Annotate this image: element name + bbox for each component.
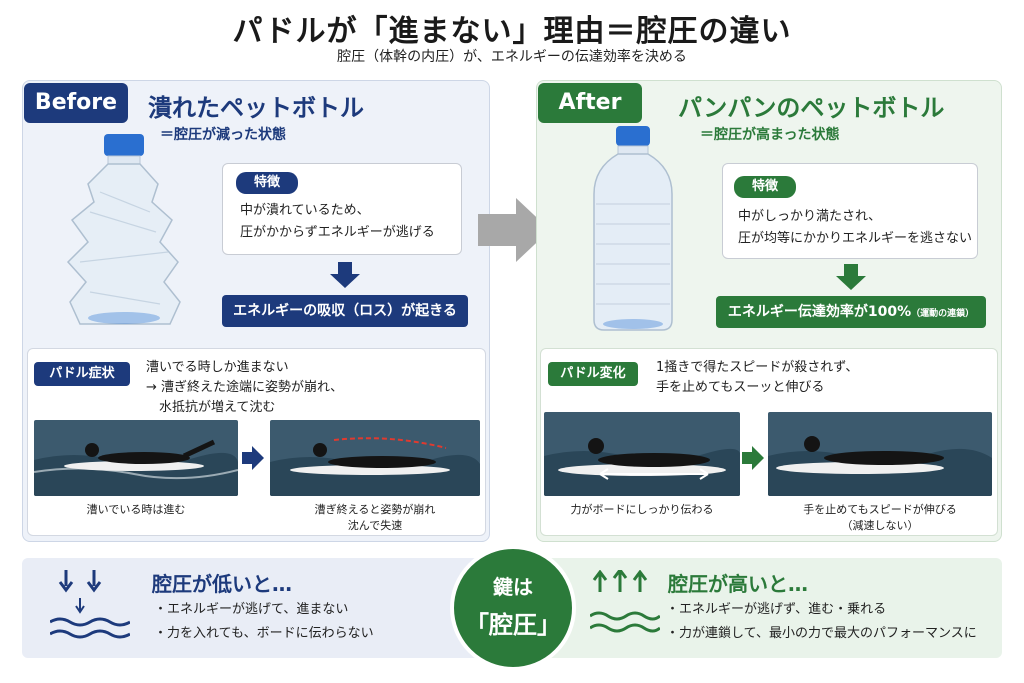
symptom-line: → 漕ぎ終えた途端に姿勢が崩れ、 <box>146 380 344 395</box>
right-arrow-icon <box>242 446 264 470</box>
symptom-line: 漕いでる時しか進まない <box>146 360 289 375</box>
list-item: ・エネルギーが逃げて、進まない <box>154 602 349 617</box>
surfer-power-photo <box>544 412 740 496</box>
before-caption-1: 漕いでいる時は進む <box>86 503 186 516</box>
before-caption-2: 漕ぎ終えると姿勢が崩れ 沈んで失速 <box>270 502 480 534</box>
down-arrow-icon <box>330 262 360 288</box>
full-bottle-icon <box>593 126 673 331</box>
high-pressure-list: ・エネルギーが逃げず、進む・乗れる ・力が連鎖して、最小の力で最大のパフォーマン… <box>666 598 977 646</box>
before-feature-label: 特徴 <box>236 172 298 194</box>
after-change-tag: パドル変化 <box>548 362 638 386</box>
right-arrow-icon <box>742 446 764 470</box>
after-caption-1: 力がボードにしっかり伝わる <box>570 503 714 516</box>
right-arrow-icon <box>478 198 550 262</box>
surfer-paddling-photo <box>34 420 238 496</box>
before-headline: 潰れたペットボトル <box>148 94 364 122</box>
after-result-note: （運動の連鎖） <box>911 309 975 319</box>
caption-line: 沈んで失速 <box>347 519 403 532</box>
after-badge: After <box>538 83 642 123</box>
change-line: 手を止めてもスーッと伸びる <box>656 380 825 395</box>
list-item: ・力を入れても、ボードに伝わらない <box>154 626 374 641</box>
surfer-sinking-photo <box>270 420 480 496</box>
down-arrow-icon <box>836 264 866 290</box>
high-pressure-heading: 腔圧が高いと… <box>668 572 808 596</box>
low-pressure-heading: 腔圧が低いと… <box>152 572 292 596</box>
after-change-text: 1掻きで得たスピードが殺されず、 手を止めてもスーッと伸びる <box>656 358 858 398</box>
low-pressure-panel <box>22 558 502 658</box>
change-line: 1掻きで得たスピードが殺されず、 <box>656 360 859 375</box>
key-badge: 鍵は 「腔圧」 <box>450 545 576 671</box>
key-line-1: 鍵は <box>493 575 533 599</box>
after-subline: ＝腔圧が高まった状態 <box>700 127 840 143</box>
after-feature-line: 中がしっかり満たされ、 <box>738 209 882 224</box>
after-result: エネルギー伝達効率が100%（運動の連鎖） <box>716 296 986 328</box>
after-feature-text: 中がしっかり満たされ、 圧が均等にかかりエネルギーを逃さない <box>738 206 972 250</box>
low-pressure-list: ・エネルギーが逃げて、進まない ・力を入れても、ボードに伝わらない <box>154 598 374 646</box>
before-subline: ＝腔圧が減った状態 <box>160 127 286 143</box>
before-badge: Before <box>24 83 128 123</box>
after-feature-line: 圧が均等にかかりエネルギーを逃さない <box>738 231 973 246</box>
before-symptom-tag: パドル症状 <box>34 362 130 386</box>
before-result: エネルギーの吸収（ロス）が起きる <box>222 295 468 327</box>
caption-line: 漕ぎ終えると姿勢が崩れ <box>314 503 436 516</box>
surfer-glide-photo <box>768 412 992 496</box>
caption-line: 手を止めてもスピードが伸びる <box>803 503 957 516</box>
page-title: パドルが「進まない」理由＝腔圧の違い <box>232 14 792 49</box>
after-feature-label: 特徴 <box>734 176 796 198</box>
before-feature-text: 中が潰れているため、 圧がかからずエネルギーが逃げる <box>240 200 435 244</box>
before-feature-line: 圧がかからずエネルギーが逃げる <box>240 225 435 240</box>
high-pressure-icon <box>590 570 660 633</box>
after-result-main: エネルギー伝達効率が100% <box>727 304 912 320</box>
before-symptom-text: 漕いでる時しか進まない → 漕ぎ終えた途端に姿勢が崩れ、 水抵抗が増えて沈む <box>146 358 343 418</box>
after-caption-2: 手を止めてもスピードが伸びる （減速しない） <box>768 502 992 534</box>
caption-line: （減速しない） <box>841 519 919 532</box>
crushed-bottle-icon <box>66 134 181 325</box>
after-headline: パンパンのペットボトル <box>678 94 945 122</box>
page-subtitle: 腔圧（体幹の内圧）が、エネルギーの伝達効率を決める <box>337 49 687 65</box>
low-pressure-icon <box>50 570 130 639</box>
symptom-line: 水抵抗が増えて沈む <box>146 400 276 415</box>
key-line-2: 「腔圧」 <box>465 611 561 639</box>
list-item: ・力が連鎖して、最小の力で最大のパフォーマンスに <box>666 626 977 641</box>
before-feature-line: 中が潰れているため、 <box>240 203 370 218</box>
list-item: ・エネルギーが逃げず、進む・乗れる <box>666 602 887 617</box>
